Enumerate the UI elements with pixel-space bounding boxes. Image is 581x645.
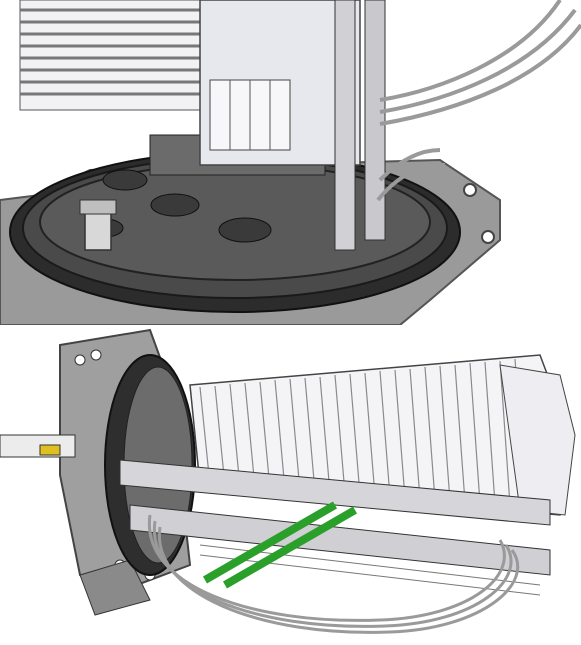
- tray-end-cap: [499, 364, 576, 516]
- cable-port: [102, 169, 148, 191]
- support-rail: [334, 0, 356, 251]
- cable-gland: [39, 444, 61, 456]
- tray-stack-drawing: [0, 328, 576, 634]
- tray-stack-panel: [0, 325, 581, 645]
- cable-port: [150, 193, 200, 217]
- tray-holder-bracket: [199, 0, 361, 166]
- cable-loop: [147, 514, 520, 634]
- plate-hole: [463, 183, 477, 197]
- flange-hole: [74, 354, 86, 366]
- cable-entry-panel: [0, 0, 581, 325]
- cable-entry-drawing: [0, 0, 581, 325]
- flange-hole: [90, 349, 102, 361]
- plate-hole: [481, 230, 495, 244]
- support-rail: [129, 504, 551, 576]
- cable-gland-nut: [79, 199, 117, 215]
- incoming-cable: [0, 434, 76, 458]
- support-rail: [364, 0, 386, 241]
- cable-port: [218, 217, 272, 243]
- mounting-foot: [79, 559, 151, 616]
- cable-bundle: [376, 0, 581, 202]
- support-rail: [119, 459, 551, 526]
- green-strap: [223, 506, 357, 589]
- green-strap: [203, 501, 337, 584]
